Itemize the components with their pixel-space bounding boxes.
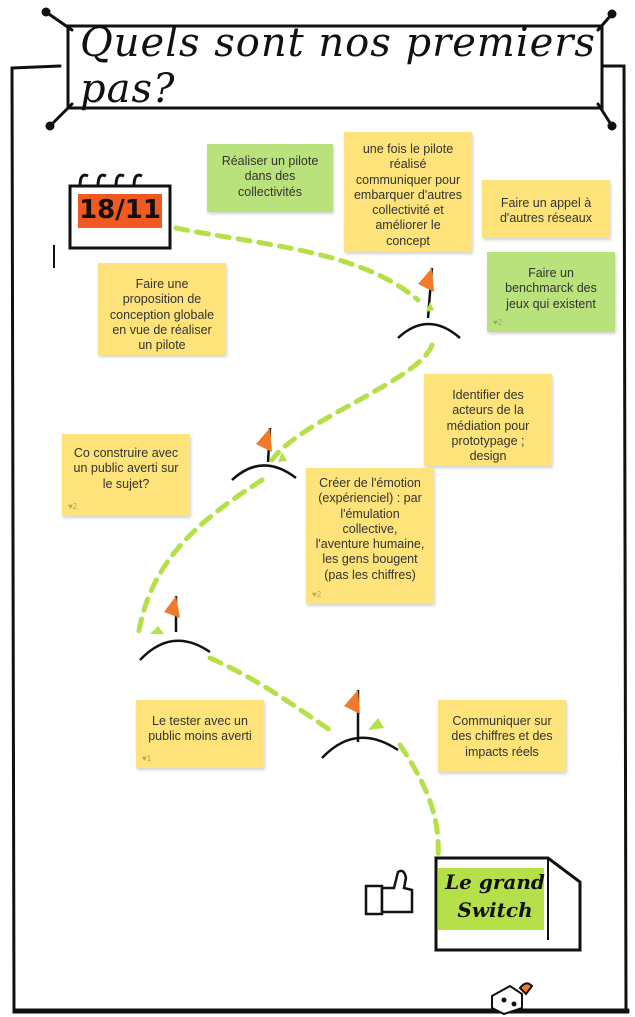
- milestone-flag-1: [397, 267, 461, 339]
- sticky-note-text: Faire un benchmarck des jeux qui existen…: [505, 266, 597, 311]
- sticky-note[interactable]: une fois le pilote réalisé communiquer p…: [344, 132, 472, 252]
- like-count: ♥2: [68, 502, 78, 512]
- milestone-flag-2: [231, 427, 297, 481]
- sticky-note[interactable]: Faire un benchmarck des jeux qui existen…: [487, 252, 615, 332]
- finish-sign-text: Le grand Switch: [440, 868, 550, 938]
- calendar-icon: [53, 173, 172, 268]
- sticky-note-text: Co construire avec un public averti sur …: [73, 446, 179, 491]
- sticky-note[interactable]: Faire une proposition de conception glob…: [98, 263, 226, 355]
- sticky-note-text: Communiquer sur des chiffres et des impa…: [451, 714, 553, 759]
- sticky-note-text: Créer de l'émotion (expérienciel) : par …: [315, 476, 425, 582]
- page-title: Quels sont nos premiers pas?: [80, 20, 596, 112]
- sticky-note-text: Le tester avec un public moins averti: [148, 714, 252, 744]
- sticky-note-text: Identifier des acteurs de la médiation p…: [446, 388, 530, 463]
- progress-path: [135, 225, 441, 861]
- sticky-note[interactable]: Communiquer sur des chiffres et des impa…: [438, 700, 566, 772]
- like-count: ♥2: [493, 318, 503, 328]
- cube-doodle-icon: [491, 982, 534, 1016]
- finish-sign: [434, 856, 582, 952]
- calendar-date: 18/11: [79, 195, 161, 225]
- thumbs-up-icon: [364, 869, 414, 916]
- finish-sign-line-2: Switch: [457, 898, 533, 922]
- sticky-note[interactable]: Identifier des acteurs de la médiation p…: [424, 374, 552, 466]
- like-count: ♥2: [312, 590, 322, 600]
- sticky-note-text: une fois le pilote réalisé communiquer p…: [353, 142, 462, 248]
- sticky-note[interactable]: Réaliser un pilote dans des collectivité…: [207, 144, 333, 212]
- sticky-note-text: Faire une proposition de conception glob…: [109, 277, 215, 352]
- milestone-flag-4: [321, 690, 399, 759]
- sticky-note[interactable]: Co construire avec un public averti sur …: [62, 434, 190, 516]
- finish-sign-line-1: Le grand: [445, 870, 545, 894]
- like-count: ♥1: [142, 754, 152, 764]
- sticky-note[interactable]: Le tester avec un public moins averti ♥1: [136, 700, 264, 768]
- sticky-note[interactable]: Créer de l'émotion (expérienciel) : par …: [306, 468, 434, 604]
- sticky-note[interactable]: Faire un appel à d'autres réseaux: [482, 180, 610, 238]
- milestone-flag-3: [139, 596, 211, 661]
- outer-frame: [10, 64, 630, 1014]
- sticky-note-text: Réaliser un pilote dans des collectivité…: [221, 154, 319, 199]
- sticky-note-text: Faire un appel à d'autres réseaux: [499, 196, 593, 226]
- title-banner: [41, 7, 617, 131]
